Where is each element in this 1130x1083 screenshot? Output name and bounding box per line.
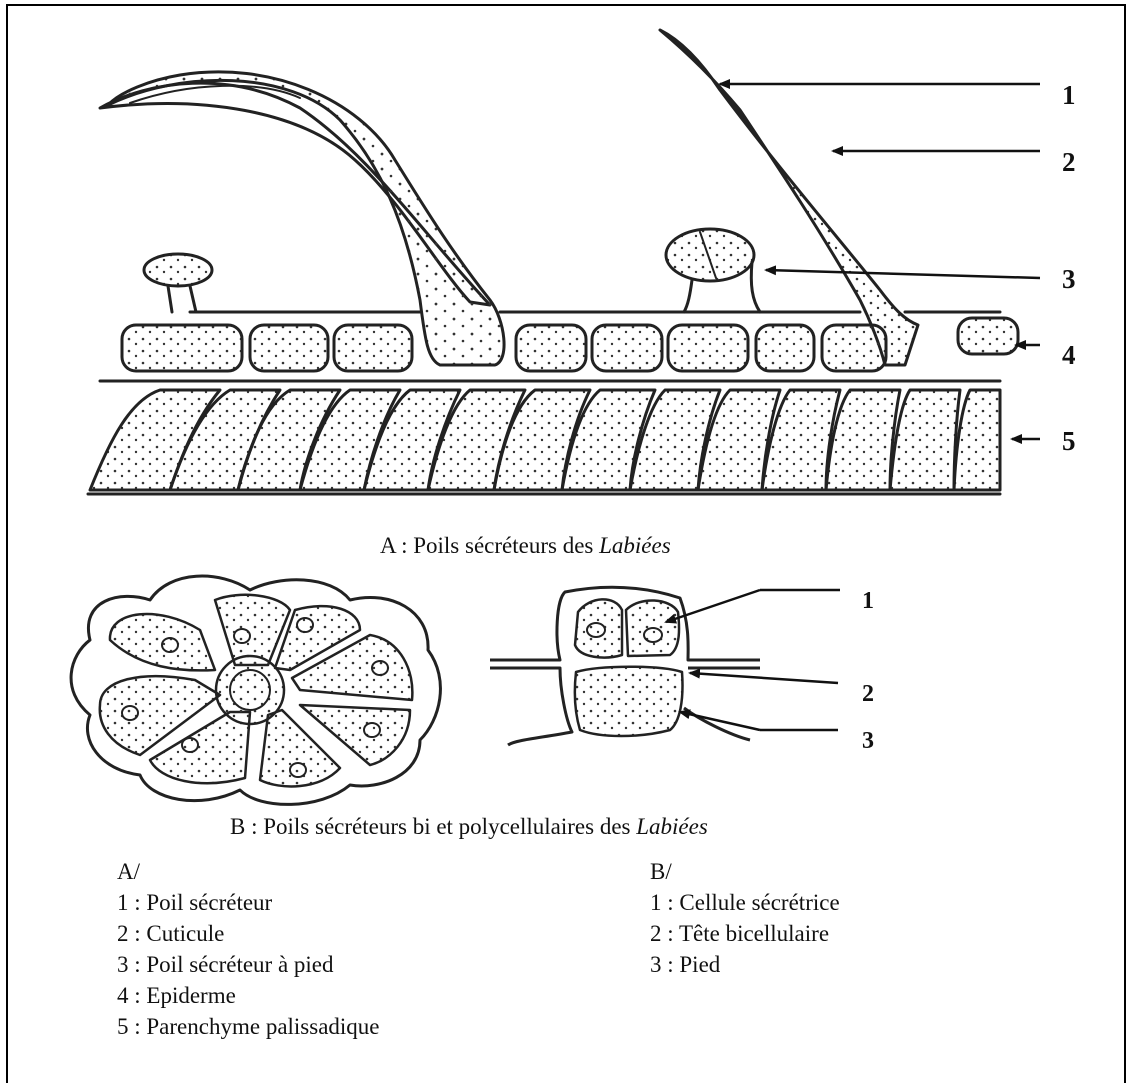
callout-a-4: 4 [1062, 340, 1076, 370]
legend-a-heading: A/ [117, 856, 380, 887]
legend-a-item-3: 3 : Poil sécréteur à pied [117, 949, 380, 980]
figure-a-callout-numbers: 1 2 3 4 5 [1062, 80, 1076, 456]
figure-a-callout-arrows [720, 84, 1040, 439]
callout-b-1: 1 [862, 588, 874, 614]
arrow-b-1 [666, 590, 760, 622]
legend-b-heading: B/ [650, 856, 840, 887]
tall-thin-hair [660, 30, 918, 365]
large-hair-shaft [108, 72, 504, 365]
callout-a-2: 2 [1062, 147, 1076, 177]
arrow-a-3 [766, 270, 1040, 278]
legend-b-item-3: 3 : Pied [650, 949, 840, 980]
legend-b: B/ 1 : Cellule sécrétrice 2 : Tête bicel… [650, 856, 840, 980]
legend-b-item-2: 2 : Tête bicellulaire [650, 918, 840, 949]
legend-a-item-1: 1 : Poil sécréteur [117, 887, 380, 918]
polycellular-gland [71, 576, 440, 804]
legend-b-item-1: 1 : Cellule sécrétrice [650, 887, 840, 918]
figure-b-caption: B : Poils sécréteurs bi et polycellulair… [230, 814, 708, 839]
callout-a-1: 1 [1062, 80, 1076, 110]
small-gland-left [144, 254, 212, 286]
callout-b-2: 2 [862, 681, 874, 707]
figure-b-callout-numbers: 1 2 3 [862, 588, 874, 754]
arrow-b-2 [690, 673, 838, 683]
stalked-gland-head [666, 229, 754, 281]
legend-a-item-2: 2 : Cuticule [117, 918, 380, 949]
legend-a-item-5: 5 : Parenchyme palissadique [117, 1011, 380, 1042]
callout-b-3: 3 [862, 728, 874, 754]
callout-a-5: 5 [1062, 426, 1076, 456]
legend-a-item-4: 4 : Epiderme [117, 980, 380, 1011]
legend-a: A/ 1 : Poil sécréteur 2 : Cuticule 3 : P… [117, 856, 380, 1042]
figure-a-drawing [88, 30, 1018, 494]
palisade-cells [90, 390, 1000, 490]
callout-a-3: 3 [1062, 264, 1076, 294]
figure-a-caption: A : Poils sécréteurs des Labiées [380, 533, 671, 558]
